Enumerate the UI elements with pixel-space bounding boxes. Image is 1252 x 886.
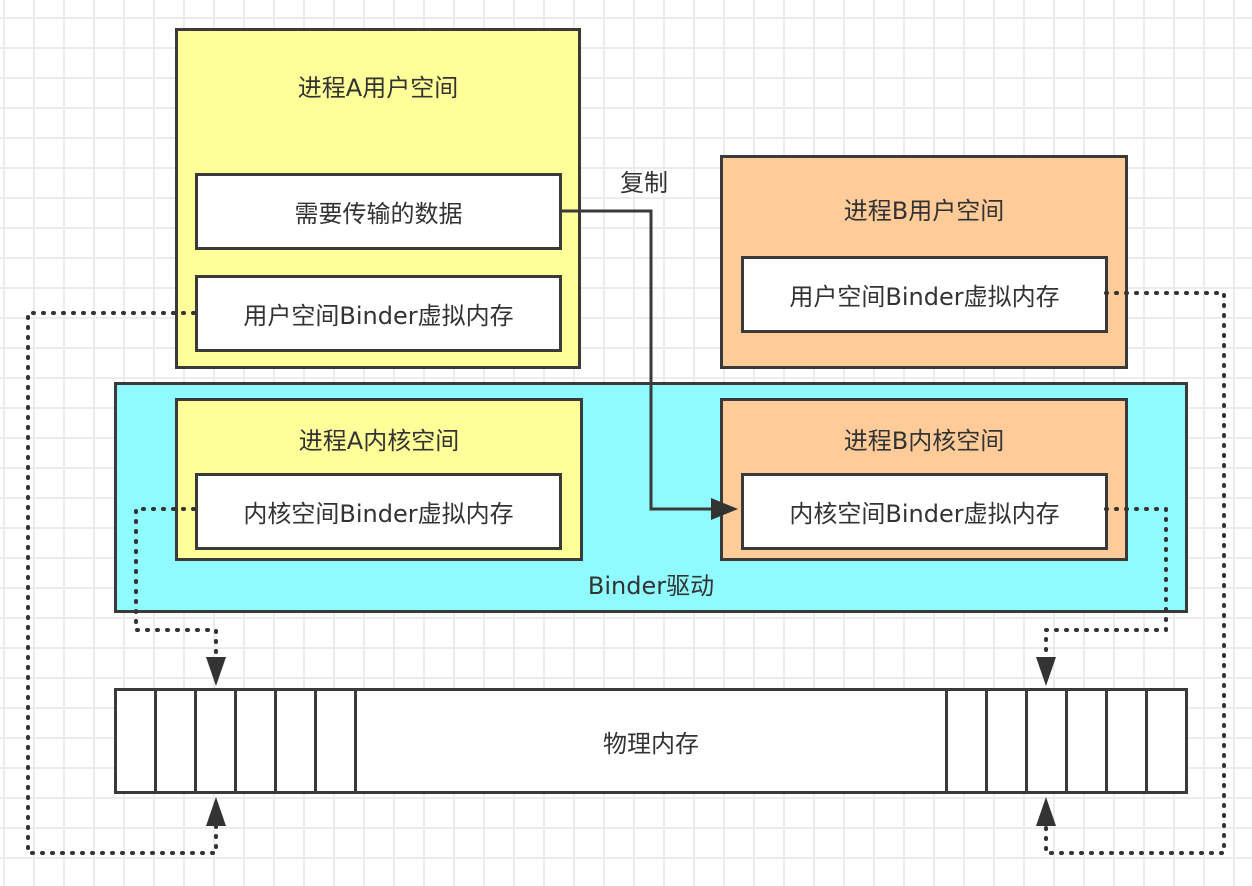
memory-cell-divider-right [1105,688,1108,794]
memory-cell-divider-left [234,688,237,794]
process-a-kernel-space: 进程A内核空间 内核空间Binder虚拟内存 [175,398,583,561]
process-b-kernel-space-title: 进程B内核空间 [843,427,1005,455]
memory-cell-divider-left [274,688,277,794]
arrow-up-b-user [1036,797,1056,826]
process-b-user-space: 进程B用户空间 用户空间Binder虚拟内存 [720,155,1128,369]
process-a-user-space-title: 进程A用户空间 [297,74,459,102]
process-b-user-space-title: 进程B用户空间 [843,197,1005,225]
arrow-down-b-kernel [1036,657,1056,686]
memory-cell-divider-right [1025,688,1028,794]
memory-cell-divider-left [194,688,197,794]
physical-memory: 物理内存 [114,688,1188,794]
process-a-user-space: 进程A用户空间 需要传输的数据 用户空间Binder虚拟内存 [175,28,581,369]
memory-cell-divider-right [945,688,948,794]
memory-cell-divider-right [985,688,988,794]
binder-driver-label: Binder驱动 [587,572,715,600]
process-b-kernel-space: 进程B内核空间 内核空间Binder虚拟内存 [720,398,1128,561]
process-a-kernel-space-title: 进程A内核空间 [298,427,460,455]
memory-cell-divider-left [154,688,157,794]
data-to-transfer-box[interactable]: 需要传输的数据 [195,173,562,250]
arrow-down-a-kernel [206,657,226,686]
memory-cell-divider-left [314,688,317,794]
arrow-up-a-user [206,797,226,826]
memory-cell-divider-left [354,688,357,794]
process-b-user-binder-vm[interactable]: 用户空间Binder虚拟内存 [741,256,1108,333]
copy-label: 复制 [620,169,668,197]
process-a-user-binder-vm[interactable]: 用户空间Binder虚拟内存 [195,275,562,352]
process-b-kernel-binder-vm[interactable]: 内核空间Binder虚拟内存 [741,473,1108,550]
process-a-kernel-binder-vm[interactable]: 内核空间Binder虚拟内存 [195,473,562,550]
memory-cell-divider-right [1065,688,1068,794]
binder-driver: 进程A内核空间 内核空间Binder虚拟内存 进程B内核空间 内核空间Binde… [114,382,1188,613]
physical-memory-label: 物理内存 [603,730,699,758]
memory-cell-divider-right [1145,688,1148,794]
